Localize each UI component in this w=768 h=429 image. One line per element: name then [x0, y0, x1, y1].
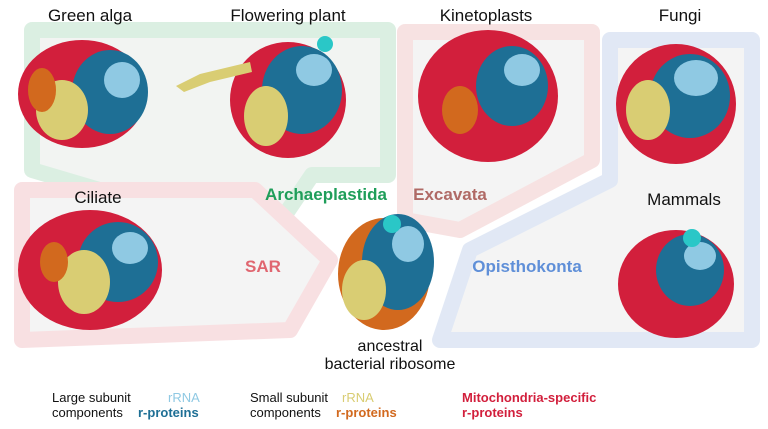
- legend-mito-line1: Mitochondria-specific: [462, 390, 597, 405]
- label-ciliate: Ciliate: [74, 188, 122, 207]
- ribosome-fungi: [616, 44, 736, 164]
- ribosome-flowering-plant: [176, 36, 346, 158]
- label-kinetoplasts: Kinetoplasts: [439, 6, 533, 25]
- ribosome-ancestral: [338, 214, 434, 330]
- ribosome-ciliate: [18, 210, 162, 330]
- legend-large-subunit-line1: Large subunit: [52, 390, 131, 405]
- ancestral-label: ancestral bacterial ribosome: [325, 338, 456, 374]
- legend-mito-specific: Mitochondria-specific r-proteins: [462, 390, 596, 420]
- legend-large-subunit-line2: components: [52, 405, 123, 420]
- ribosome-green-alga: [18, 40, 148, 148]
- legend-small-subunit-line2: components: [250, 405, 321, 420]
- group-archaeplastida: Archaeplastida: [265, 185, 387, 204]
- ancestral-line2: bacterial ribosome: [324, 356, 456, 373]
- group-sar: SAR: [245, 257, 281, 276]
- ancestral-line1: ancestral: [357, 338, 423, 355]
- legend-lsu-rproteins: r-proteins: [138, 405, 199, 420]
- label-green-alga: Green alga: [47, 6, 133, 25]
- legend-lsu-rrna: rRNA: [168, 390, 200, 405]
- label-flowering-plant: Flowering plant: [230, 6, 346, 25]
- ribosome-kinetoplasts: [418, 30, 558, 162]
- label-fungi: Fungi: [658, 6, 702, 25]
- legend-ssu-rrna: rRNA: [342, 390, 374, 405]
- ribosome-mammals: [618, 229, 734, 338]
- legend-mito-line2: r-proteins: [462, 405, 523, 420]
- legend-small-subunit-line1: Small subunit: [250, 390, 329, 405]
- label-mammals: Mammals: [647, 190, 721, 209]
- group-excavata: Excavata: [413, 185, 487, 204]
- group-opisthokonta: Opisthokonta: [472, 257, 582, 276]
- legend-ssu-rproteins: r-proteins: [336, 405, 397, 420]
